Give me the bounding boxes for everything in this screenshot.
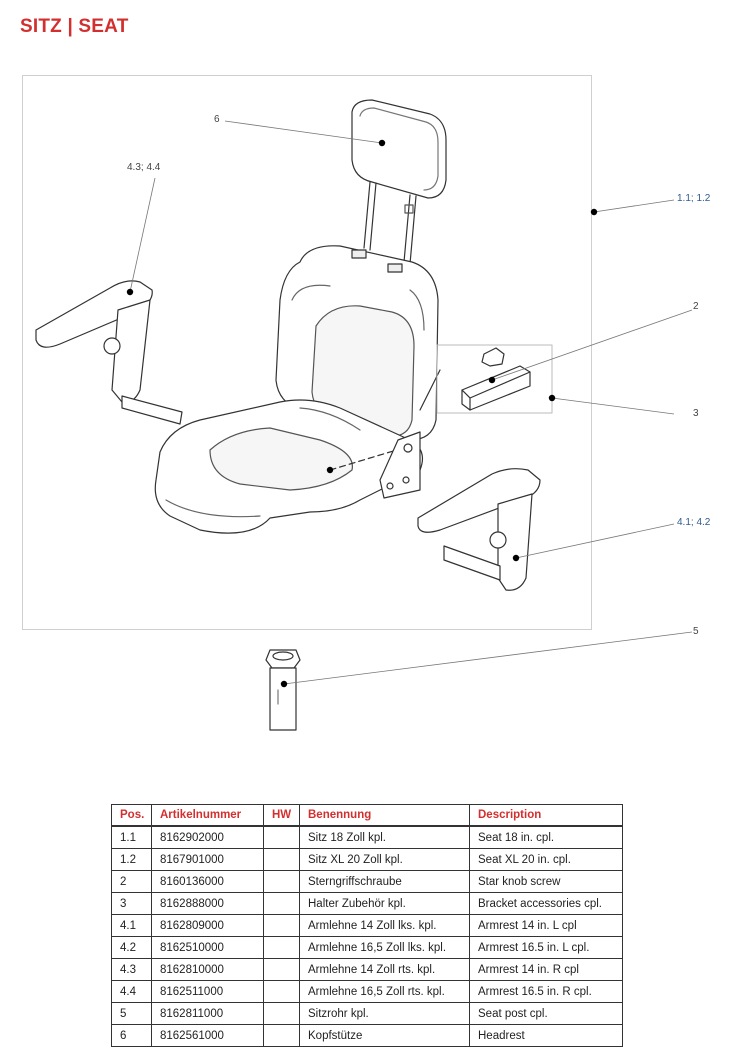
cell-pos: 1.2: [111, 848, 152, 871]
cell-name: Armlehne 14 Zoll lks. kpl.: [299, 914, 470, 937]
cell-article: 8162510000: [151, 936, 264, 959]
right-armrest-drawing: [417, 468, 541, 591]
cell-name: Sitzrohr kpl.: [299, 1002, 470, 1025]
callout-4-1-4-2: 4.1; 4.2: [677, 517, 711, 528]
cell-name: Halter Zubehör kpl.: [299, 892, 470, 915]
cell-hw: [263, 1002, 300, 1025]
left-armrest-drawing: [35, 280, 183, 425]
cell-article: 8162902000: [151, 825, 264, 849]
cell-name: Armlehne 16,5 Zoll lks. kpl.: [299, 936, 470, 959]
cell-name: Kopfstütze: [299, 1024, 470, 1047]
cell-pos: 4.4: [111, 980, 152, 1003]
column-header-hw: HW: [263, 804, 300, 827]
column-header-pos: Pos.: [111, 804, 152, 827]
cell-article: 8162811000: [151, 1002, 264, 1025]
cell-article: 8162561000: [151, 1024, 264, 1047]
cell-description: Armrest 16.5 in. L cpl.: [469, 936, 623, 959]
cell-description: Headrest: [469, 1024, 623, 1047]
cell-pos: 4.3: [111, 958, 152, 981]
cell-name: Sitz 18 Zoll kpl.: [299, 825, 470, 849]
cell-article: 8167901000: [151, 848, 264, 871]
seat-exploded-diagram: [35, 99, 693, 731]
cell-description: Armrest 16.5 in. R cpl.: [469, 980, 623, 1003]
column-header-description: Description: [469, 804, 623, 827]
cell-description: Seat post cpl.: [469, 1002, 623, 1025]
backrest-drawing: [275, 245, 439, 441]
cell-pos: 6: [111, 1024, 152, 1047]
cell-name: Armlehne 14 Zoll rts. kpl.: [299, 958, 470, 981]
cell-article: 8162810000: [151, 958, 264, 981]
cell-hw: [263, 892, 300, 915]
cell-pos: 3: [111, 892, 152, 915]
callout-3: 3: [693, 408, 699, 419]
cell-pos: 5: [111, 1002, 152, 1025]
callout-2: 2: [693, 301, 699, 312]
column-header-article: Artikelnummer: [151, 804, 264, 827]
cell-pos: 4.2: [111, 936, 152, 959]
cell-pos: 2: [111, 870, 152, 893]
cell-description: Armrest 14 in. R cpl: [469, 958, 623, 981]
cell-article: 8162511000: [151, 980, 264, 1003]
cell-hw: [263, 1024, 300, 1047]
cell-name: Sterngriffschraube: [299, 870, 470, 893]
cell-description: Star knob screw: [469, 870, 623, 893]
cell-hw: [263, 914, 300, 937]
cell-hw: [263, 848, 300, 871]
cell-name: Armlehne 16,5 Zoll rts. kpl.: [299, 980, 470, 1003]
cell-pos: 1.1: [111, 825, 152, 849]
parts-table: Pos. Artikelnummer HW Benennung Descript…: [111, 804, 623, 1047]
cell-hw: [263, 936, 300, 959]
cell-article: 8162809000: [151, 914, 264, 937]
callout-5: 5: [693, 626, 699, 637]
cell-article: 8162888000: [151, 892, 264, 915]
callout-6: 6: [214, 114, 220, 125]
column-header-name: Benennung: [299, 804, 470, 827]
cell-article: 8160136000: [151, 870, 264, 893]
cell-hw: [263, 870, 300, 893]
callout-4-3-4-4: 4.3; 4.4: [127, 162, 161, 173]
seat-cushion-drawing: [154, 399, 423, 534]
page-title: SITZ | SEAT: [20, 16, 129, 37]
cell-description: Bracket accessories cpl.: [469, 892, 623, 915]
cell-hw: [263, 980, 300, 1003]
cell-description: Seat 18 in. cpl.: [469, 825, 623, 849]
cell-description: Seat XL 20 in. cpl.: [469, 848, 623, 871]
cell-name: Sitz XL 20 Zoll kpl.: [299, 848, 470, 871]
callout-1-1-1-2: 1.1; 1.2: [677, 193, 711, 204]
cell-description: Armrest 14 in. L cpl: [469, 914, 623, 937]
drawing-frame: [22, 75, 592, 630]
seat-post-drawing: [265, 649, 301, 731]
parts-table-header: Pos. Artikelnummer HW Benennung Descript…: [111, 804, 623, 827]
headrest-drawing: [351, 99, 447, 265]
cell-pos: 4.1: [111, 914, 152, 937]
cell-hw: [263, 825, 300, 849]
cell-hw: [263, 958, 300, 981]
accessory-bracket-drawing: [436, 344, 553, 414]
